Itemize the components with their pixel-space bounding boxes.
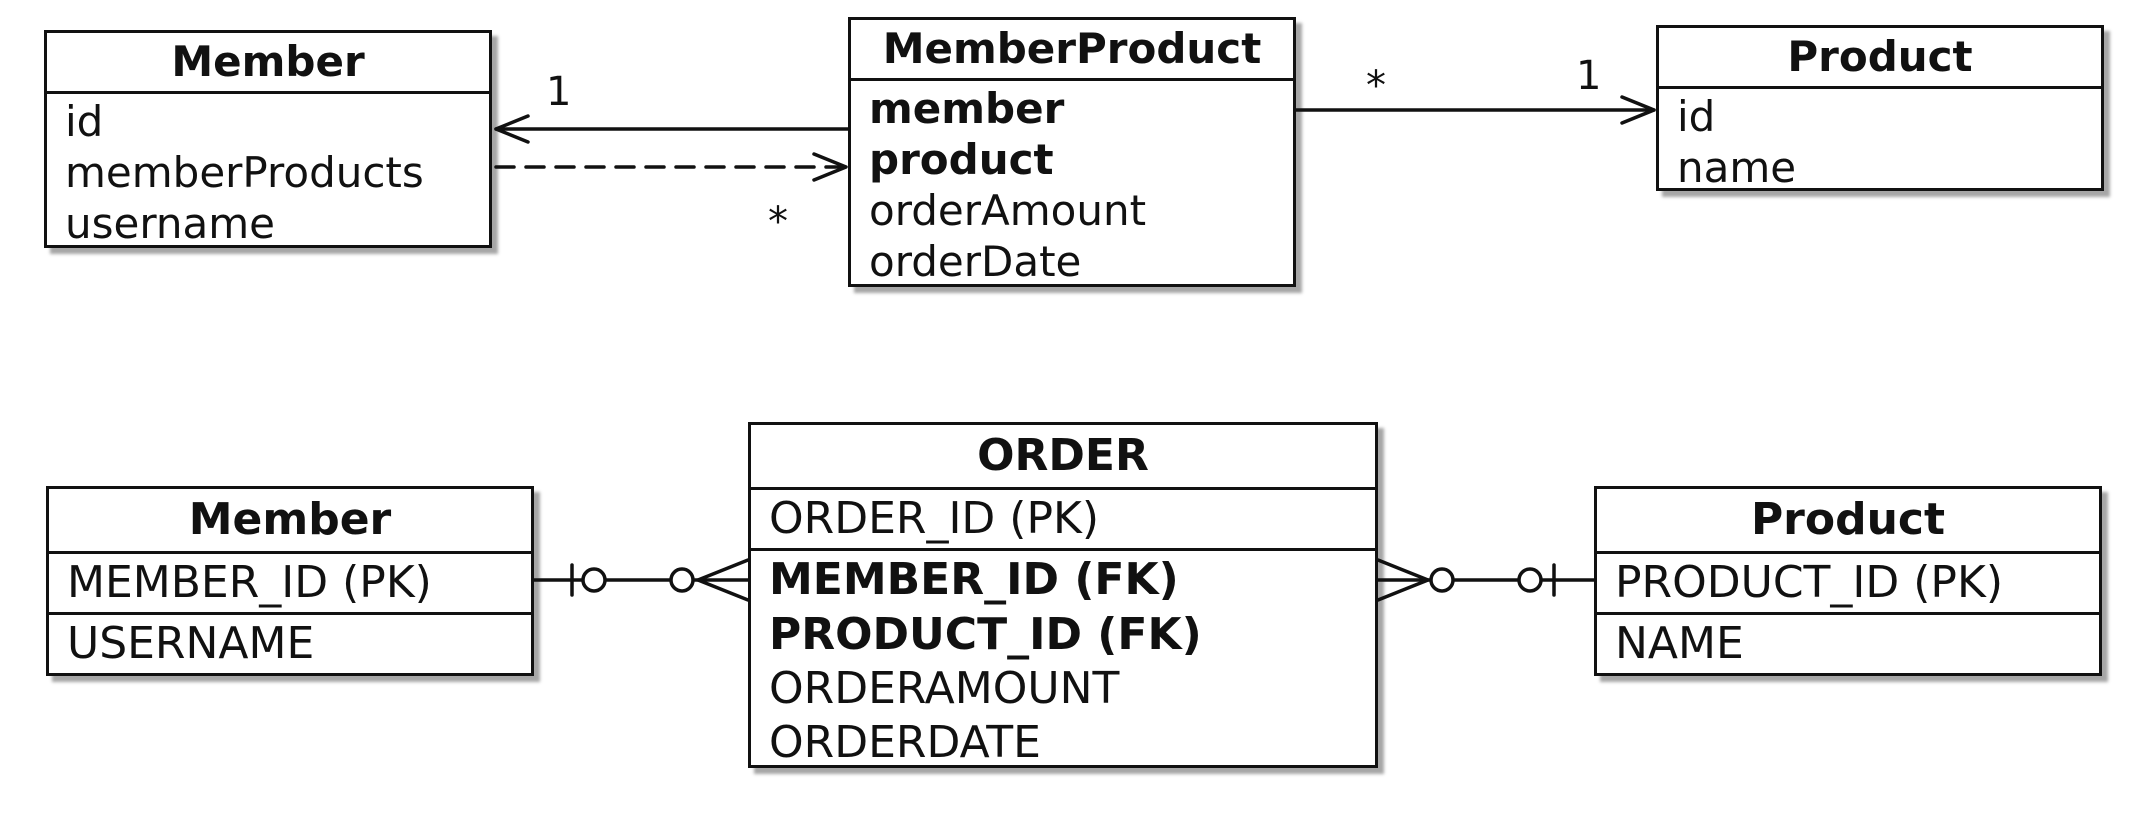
erd-order-field-orderdate: ORDERDATE <box>769 717 1041 768</box>
uml-memberproduct-field-member: member <box>869 84 1065 133</box>
erd-product-pk: PRODUCT_ID (PK) <box>1615 557 2003 608</box>
uml-product-field-name: name <box>1677 143 1797 192</box>
erd-order-zero-circle-left <box>669 567 695 593</box>
uml-product-field-id: id <box>1677 92 1716 141</box>
erd-order-fk-product-id: PRODUCT_ID (FK) <box>769 609 1202 660</box>
erd-member-pk: MEMBER_ID (PK) <box>67 557 432 608</box>
uml-member-field-memberproducts: memberProducts <box>65 148 424 197</box>
uml-arrowhead-at-member <box>494 114 530 144</box>
uml-multiplicity-member-side: 1 <box>546 69 572 115</box>
erd-order-crowfoot-right <box>1376 558 1430 602</box>
uml-memberproduct-field-orderdate: orderDate <box>869 237 1082 286</box>
uml-memberproduct-field-orderamount: orderAmount <box>869 186 1147 235</box>
erd-order-fk-member-id: MEMBER_ID (FK) <box>751 548 1375 609</box>
erd-member-table: Member MEMBER_ID (PK) USERNAME <box>46 486 534 676</box>
erd-product-table: Product PRODUCT_ID (PK) NAME <box>1594 486 2102 676</box>
uml-memberproduct-class: MemberProduct member product orderAmount… <box>848 17 1296 287</box>
uml-multiplicity-memberproduct-side: * <box>768 199 788 245</box>
erd-member-field-username: USERNAME <box>49 612 531 673</box>
erd-member-title: Member <box>49 489 531 554</box>
uml-product-title: Product <box>1659 28 2101 89</box>
uml-arrowhead-at-memberproduct <box>812 152 848 182</box>
uml-member-field-id: id <box>65 97 104 146</box>
erd-product-field-name: NAME <box>1597 612 2099 673</box>
uml-member-title: Member <box>47 33 489 94</box>
uml-arrowhead-at-product <box>1620 95 1656 125</box>
erd-order-field-orderamount: ORDERAMOUNT <box>769 663 1120 714</box>
uml-memberproduct-title: MemberProduct <box>851 20 1293 81</box>
uml-multiplicity-mp-to-product-target: 1 <box>1576 53 1602 99</box>
uml-member-field-username: username <box>65 199 275 248</box>
erd-order-title: ORDER <box>751 425 1375 490</box>
erd-member-zero-circle <box>581 567 607 593</box>
uml-memberproduct-field-product: product <box>869 135 1054 184</box>
erd-order-zero-circle-right <box>1429 567 1455 593</box>
uml-product-class: Product id name <box>1656 25 2104 192</box>
uml-multiplicity-mp-to-product-source: * <box>1366 63 1386 109</box>
uml-member-class: Member id memberProducts username <box>44 30 492 248</box>
erd-product-title: Product <box>1597 489 2099 554</box>
erd-product-zero-circle <box>1517 567 1543 593</box>
erd-order-table: ORDER ORDER_ID (PK) MEMBER_ID (FK) PRODU… <box>748 422 1378 768</box>
erd-order-pk: ORDER_ID (PK) <box>769 493 1100 544</box>
erd-order-crowfoot-left <box>696 558 750 602</box>
